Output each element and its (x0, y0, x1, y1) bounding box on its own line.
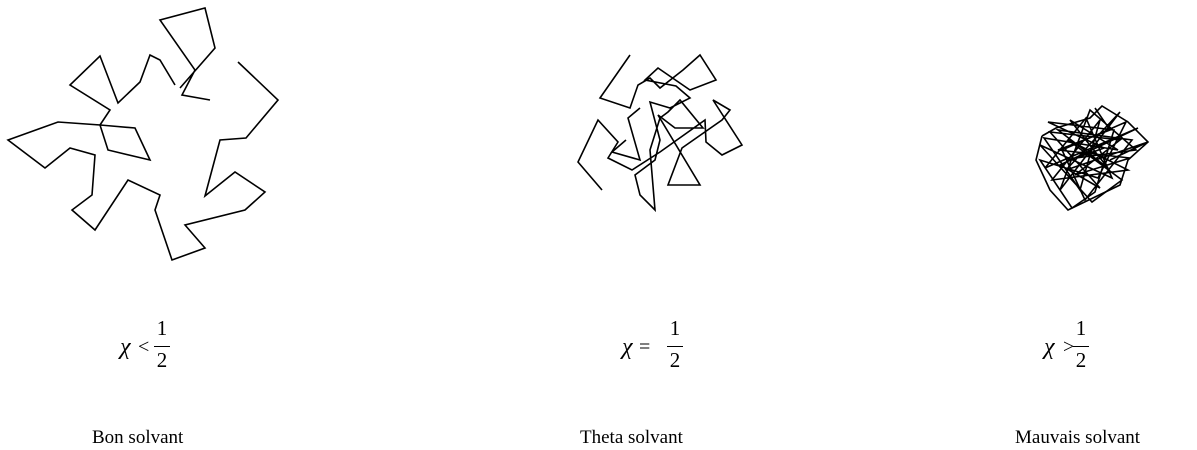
fraction-numerator: 1 (669, 316, 681, 340)
fraction-bar (1073, 346, 1089, 347)
caption-bad-solvent: Mauvais solvant (1015, 427, 1141, 448)
chain-bad-solvent-outline (1035, 104, 1150, 211)
chi-relation-theta: χ = 1 2 (622, 316, 683, 376)
chain-bad-solvent (1035, 104, 1150, 211)
fraction-denominator: 2 (669, 348, 681, 372)
relation-sign: > (1063, 336, 1075, 358)
fraction-denominator: 2 (1075, 348, 1087, 372)
chain-theta-solvent-path (577, 53, 744, 213)
fraction-numerator: 1 (156, 316, 168, 340)
caption-theta-solvent: Theta solvant (580, 427, 683, 448)
chain-bad-solvent-path (1038, 107, 1149, 210)
fraction-numerator: 1 (1075, 316, 1087, 340)
chain-theta-solvent-branch (610, 107, 642, 162)
fraction-bar (154, 346, 170, 347)
fraction-bar (667, 346, 683, 347)
relation-sign: = (639, 336, 651, 358)
chi-symbol: χ (1044, 334, 1055, 360)
chain-good-solvent-arm-top (158, 7, 216, 101)
chi-relation-bad: χ > 1 2 (1044, 316, 1114, 376)
chi-relation-good: χ < 1 2 (120, 316, 180, 376)
chi-symbol: χ (120, 334, 131, 360)
chain-good-solvent-arm-upper-left (6, 53, 280, 262)
fraction-denominator: 2 (156, 348, 168, 372)
chi-symbol: χ (622, 334, 633, 360)
relation-sign: < (138, 336, 150, 358)
chain-good-solvent (6, 7, 280, 262)
chain-theta-solvent (577, 53, 744, 213)
caption-good-solvent: Bon solvant (92, 427, 184, 448)
